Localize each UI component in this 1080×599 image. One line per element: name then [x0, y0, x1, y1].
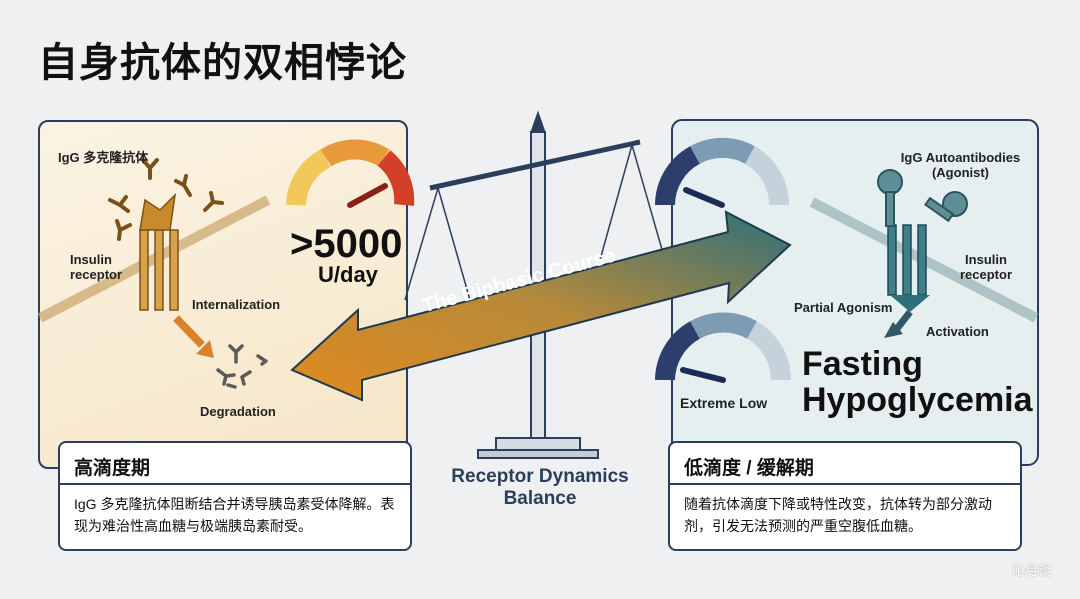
- receptor-label-right: Insulin receptor: [959, 252, 1013, 282]
- insulin-receptor-left-icon: [139, 192, 179, 311]
- receptor-label-left: Insulin receptor: [70, 252, 123, 282]
- low-titer-title: 低滴度 / 缓解期: [684, 458, 814, 479]
- gauge-unit: U/day: [318, 262, 378, 287]
- gauge-value: >5000: [290, 222, 403, 266]
- agonist-key-icon: [877, 169, 968, 227]
- low-titer-box: 低滴度 / 缓解期 随着抗体滴度下降或特性改变，抗体转为部分激动剂，引发无法预测…: [668, 441, 1022, 551]
- high-titer-box: 高滴度期 IgG 多克隆抗体阻断结合并诱导胰岛素受体降解。表现为难治性高血糖与极…: [58, 441, 412, 551]
- insulin-dose-gauge: [286, 139, 415, 208]
- page-title: 自身抗体的双相悖论: [38, 41, 407, 85]
- gauge-needle: [347, 183, 388, 208]
- high-titer-panel: [38, 120, 408, 469]
- hypoglycemia-headline: Hypoglycemia: [802, 381, 1033, 419]
- cell-membrane-left: [37, 195, 271, 323]
- extreme-low-label: Extreme Low: [680, 395, 768, 411]
- blood-glucose-gauge-bottom: [655, 312, 791, 383]
- activation-arrow: [884, 322, 903, 338]
- antibody-label-left: IgG 多克隆抗体: [58, 150, 149, 165]
- watermark: 沁月谈: [1012, 563, 1052, 578]
- receptor-dynamics-caption: Receptor Dynamics Balance: [451, 466, 629, 509]
- degradation-label: Degradation: [200, 404, 276, 419]
- antibody-label-right: IgG Autoantibodies (Agonist): [900, 150, 1021, 180]
- activation-label: Activation: [926, 324, 989, 339]
- internalization-arrow: [196, 340, 214, 358]
- biphasic-arrow: [290, 210, 792, 402]
- internalization-label: Internalization: [192, 297, 281, 312]
- degradation-fragments-icon: [216, 344, 268, 389]
- antibody-cluster-left-icon: [108, 158, 224, 241]
- blood-glucose-gauge-top: [655, 137, 790, 208]
- low-titer-text: 随着抗体滴度下降或特性改变，抗体转为部分激动剂，引发无法预测的严重空腹低血糖。: [684, 496, 992, 534]
- fasting-headline: Fasting: [802, 345, 923, 383]
- partial-agonism-label: Partial Agonism: [794, 300, 893, 315]
- high-titer-text: IgG 多克隆抗体阻断结合并诱导胰岛素受体降解。表现为难治性高血糖与极端胰岛素耐…: [74, 496, 395, 534]
- high-titer-title: 高滴度期: [74, 458, 151, 479]
